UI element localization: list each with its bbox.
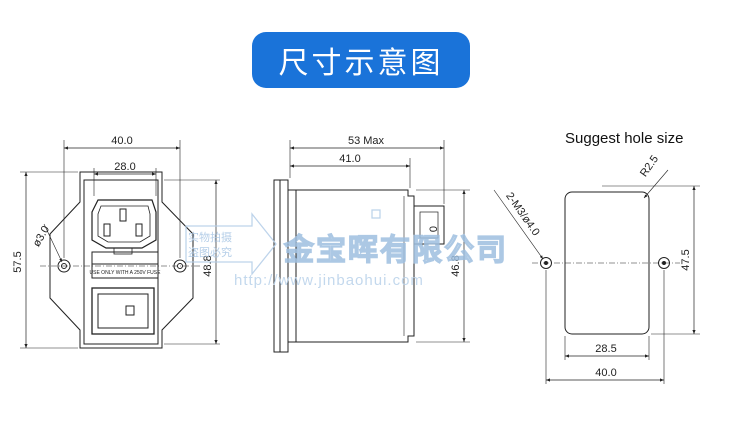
watermark-arrow-icon <box>185 212 277 276</box>
fuse-drawer <box>91 251 159 279</box>
watermark-slogan-1: 实物拍摄 <box>188 230 232 244</box>
iec-pin-neutral <box>135 223 143 237</box>
iec-socket <box>91 199 157 249</box>
watermark: 实物拍摄 盗图必究 金宝晖有限公司 http://www.jinbaohui.c… <box>185 209 508 289</box>
front-height-inner-label: 48.8 <box>202 255 214 276</box>
front-hole-dia-label: ø3.0 <box>31 224 52 249</box>
hole-size-title: Suggest hole size <box>565 130 683 147</box>
watermark-company: 金宝晖有限公司 <box>283 233 508 268</box>
rocker-switch <box>91 287 155 335</box>
hole-inner-width-label: 28.5 <box>595 343 616 355</box>
front-view <box>20 140 220 349</box>
hole-height-label: 47.5 <box>680 249 692 270</box>
hole-screw-label: 2-M3/ø4.0 <box>503 190 542 238</box>
side-length-body-label: 41.0 <box>339 153 360 165</box>
side-terminal <box>413 205 445 245</box>
front-height-outer-label: 57.5 <box>12 251 24 272</box>
page-title: 尺寸示意图 <box>252 32 470 88</box>
side-height-label: 46.8 <box>450 255 462 276</box>
hole-view <box>493 169 700 384</box>
front-housing-outline <box>49 171 194 349</box>
side-length-max-label: 53 Max <box>348 135 385 147</box>
hole-radius-label: R2.5 <box>638 153 661 179</box>
side-body <box>287 189 415 343</box>
side-view <box>273 140 470 353</box>
fuse-warning-label: USE ONLY WITH A 250V FUSE <box>90 270 162 276</box>
iec-pin-earth <box>119 208 127 222</box>
switch-indicator <box>125 305 135 316</box>
front-width-outer-label: 40.0 <box>111 135 132 147</box>
iec-pin-live <box>103 223 111 237</box>
watermark-url: http://www.jinbaohui.com <box>234 272 424 289</box>
watermark-slogan-2: 盗图必究 <box>188 245 232 259</box>
hole-outer-width-label: 40.0 <box>595 367 616 379</box>
front-width-inner-label: 28.0 <box>114 161 135 173</box>
side-terminal-label: 0 <box>428 226 440 232</box>
